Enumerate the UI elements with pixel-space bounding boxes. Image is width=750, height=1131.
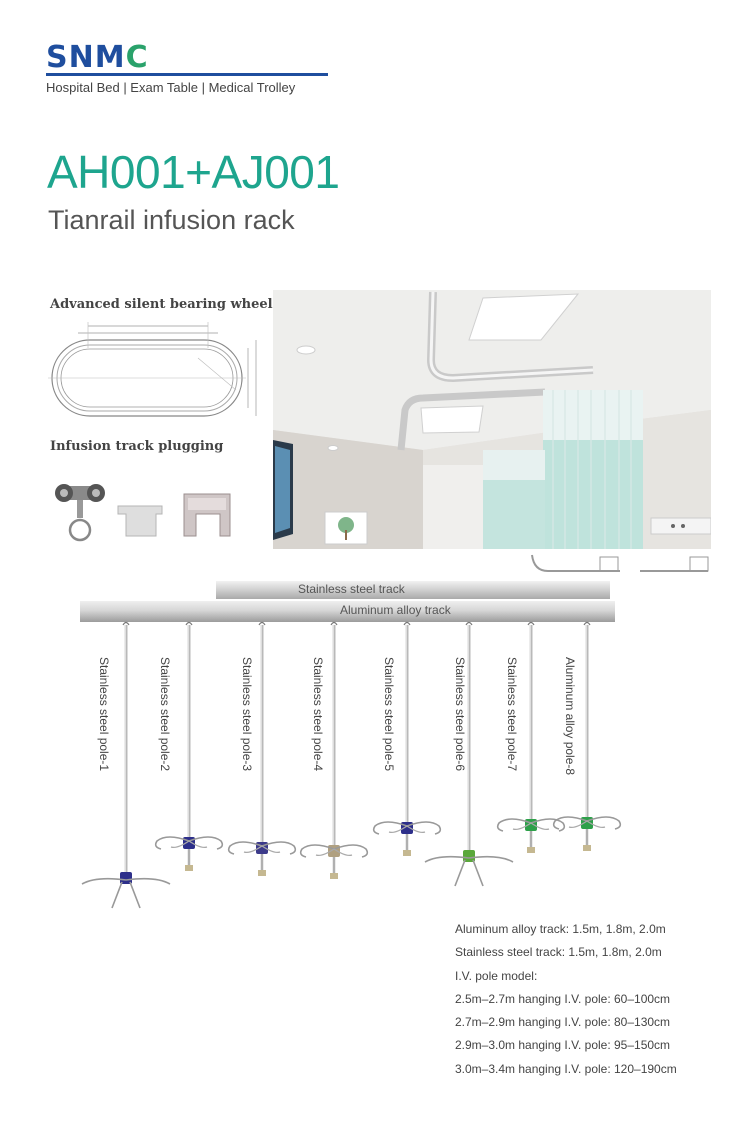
pole-label-7: Stainless steel pole-7 [505,657,519,772]
logo-accent-text: C [125,40,149,75]
pole-arm [406,821,442,835]
pole-tip [527,847,535,853]
spec-list: Aluminum alloy track: 1.5m, 1.8m, 2.0m S… [455,918,677,1081]
track-connector-icon [183,493,231,537]
pole-arm [188,840,208,849]
pole-arm [81,877,127,885]
pole-arm [530,822,550,831]
ward-ceiling-photo [273,290,711,549]
pole-arm [154,836,190,850]
spec-line: I.V. pole model: [455,968,538,983]
pole-label-8: Aluminum alloy pole-8 [563,657,577,776]
pole-arm [315,848,335,857]
pole-arm [552,816,588,830]
pole-arm [333,844,369,858]
pole-arm [372,821,408,835]
pole-tip [185,865,193,871]
spec-line: 3.0m–3.4m hanging I.V. pole: 120–190cm [455,1061,677,1076]
pole-hook [122,621,130,626]
pole-label-6: Stainless steel pole-6 [453,657,467,772]
pole-arm [261,841,297,855]
rail-fittings [531,554,709,572]
pole-arm [586,820,606,829]
pole-arm [111,881,123,909]
pole-arm [496,818,532,832]
pole-arm [299,844,335,858]
pole-arm [129,881,141,909]
logo-main-text: SNM [46,40,126,75]
pole-arm [586,816,622,830]
brand-tagline: Hospital Bed | Exam Table | Medical Trol… [46,80,296,95]
wheel-label: Advanced silent bearing wheel [50,297,273,312]
pole-label-3: Stainless steel pole-3 [240,657,254,772]
pole-arm [424,855,470,863]
aluminum-track-label: Aluminum alloy track [340,603,451,617]
pole-label-4: Stainless steel pole-4 [311,657,325,772]
logo-underline [46,73,328,76]
pole-arm [472,859,484,887]
pole-arm [243,845,263,854]
pole-label-2: Stainless steel pole-2 [158,657,172,772]
pole-arm [125,877,171,885]
product-model: AH001+AJ001 [47,146,340,198]
pole-arm [188,836,224,850]
pole-label-5: Stainless steel pole-5 [382,657,396,772]
pole-arm [406,825,426,834]
track-bars [80,581,615,622]
pole-hook [330,621,338,626]
pole-arm [261,845,281,854]
pole-tip [330,873,338,879]
spec-line: 2.9m–3.0m hanging I.V. pole: 95–150cm [455,1038,671,1053]
pole-tip [258,870,266,876]
stainless-track-label: Stainless steel track [298,582,405,596]
pole-arm [568,820,588,829]
plug-label: Infusion track plugging [50,439,224,454]
pole-arm [170,840,190,849]
pole-arm [454,859,466,887]
pole-hook [583,621,591,626]
spec-line: Aluminum alloy track: 1.5m, 1.8m, 2.0m [455,922,666,936]
spec-line: 2.5m–2.7m hanging I.V. pole: 60–100cm [455,991,671,1006]
pole-hook [403,621,411,626]
track-loop-drawing [48,322,257,417]
pole-hook [185,621,193,626]
spec-line: 2.7m–2.9m hanging I.V. pole: 80–130cm [455,1015,671,1030]
bearing-wheel-icon [55,484,105,542]
track-plug-icon [117,505,163,537]
pole-hook [527,621,535,626]
spec-line: Stainless steel track: 1.5m, 1.8m, 2.0m [455,945,662,960]
pole-hook [258,621,266,626]
pole-arm [388,825,408,834]
brand-logo: SNMC [46,40,149,75]
pole-label-1: Stainless steel pole-1 [97,657,111,772]
pole-hub [120,872,132,884]
pole-arm [530,818,566,832]
pole-arm [468,855,514,863]
pole-arm [333,848,353,857]
pole-arm [227,841,263,855]
product-name: Tianrail infusion rack [48,205,295,235]
pole-tip [583,845,591,851]
pole-hub [463,850,475,862]
pole-tip [403,850,411,856]
pole-hook [465,621,473,626]
pole-arm [512,822,532,831]
